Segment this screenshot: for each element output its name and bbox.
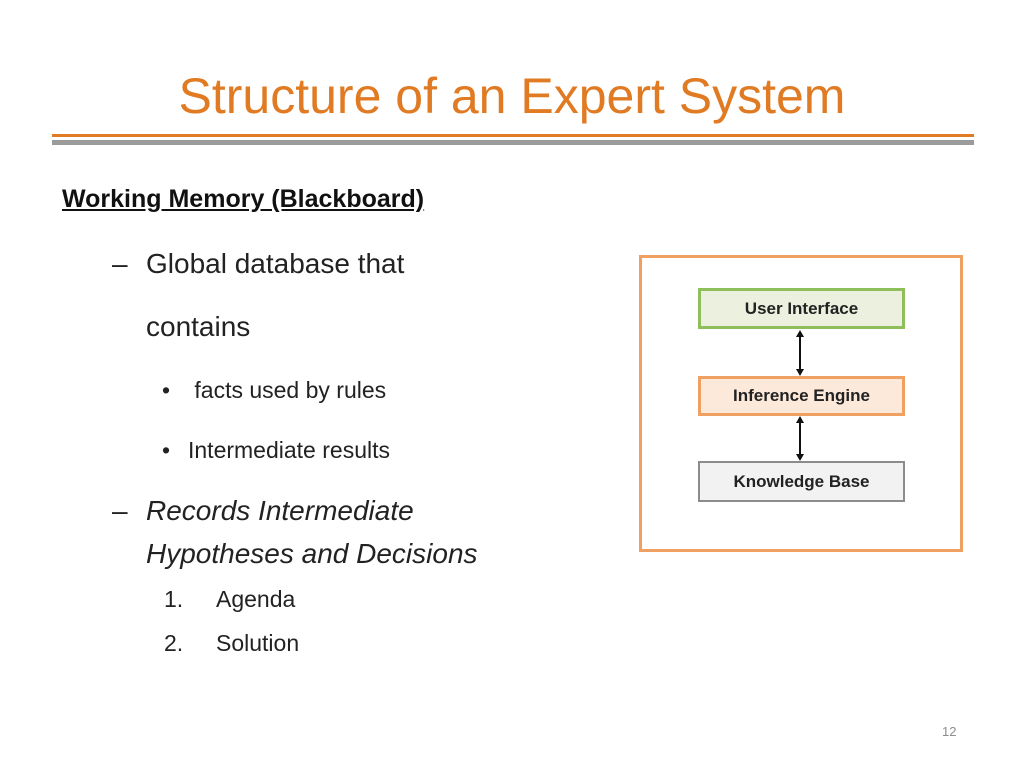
item-number: 1. <box>164 586 184 612</box>
numbered-item: 2. Solution <box>164 630 299 657</box>
numbered-item: 1. Agenda <box>164 586 295 613</box>
bullet-text: facts used by rules <box>188 377 387 403</box>
bullet-level2: • facts used by rules <box>162 377 386 404</box>
item-text: Agenda <box>216 586 296 612</box>
architecture-diagram: User Interface Inference Engine Knowledg… <box>639 255 963 552</box>
bullet-text: Global database that <box>146 248 405 279</box>
slide-title: Structure of an Expert System <box>178 68 846 124</box>
ui-ie-connector <box>794 330 806 376</box>
item-text: Solution <box>216 630 300 656</box>
dash-marker: – <box>112 495 128 526</box>
bullet-level1: – Global database that <box>112 248 566 280</box>
bullet-text: Records Intermediate Hypotheses and Deci… <box>146 495 478 569</box>
bullet-level1: – Records Intermediate Hypotheses and De… <box>112 489 546 575</box>
item-number: 2. <box>164 630 184 656</box>
knowledge-base-box: Knowledge Base <box>698 461 905 502</box>
section-heading: Working Memory (Blackboard) <box>62 185 425 213</box>
inference-engine-box: Inference Engine <box>698 376 905 416</box>
bidirectional-arrow-icon <box>796 416 804 461</box>
bullet-dot: • <box>162 437 171 463</box>
dash-marker: – <box>112 248 128 279</box>
page-number: 12 <box>942 724 957 739</box>
title-rule-gray <box>52 140 974 145</box>
title-rule-orange <box>52 134 974 137</box>
dash-marker <box>112 311 146 343</box>
ie-kb-connector <box>794 416 806 461</box>
bullet-text: contains <box>146 311 251 342</box>
bullet-level1-continuation: contains <box>112 311 566 343</box>
user-interface-box: User Interface <box>698 288 905 329</box>
bullet-dot: • <box>162 377 171 403</box>
bullet-text: Intermediate results <box>188 437 390 463</box>
bullet-level2: • Intermediate results <box>162 437 390 464</box>
bidirectional-arrow-icon <box>796 330 804 376</box>
